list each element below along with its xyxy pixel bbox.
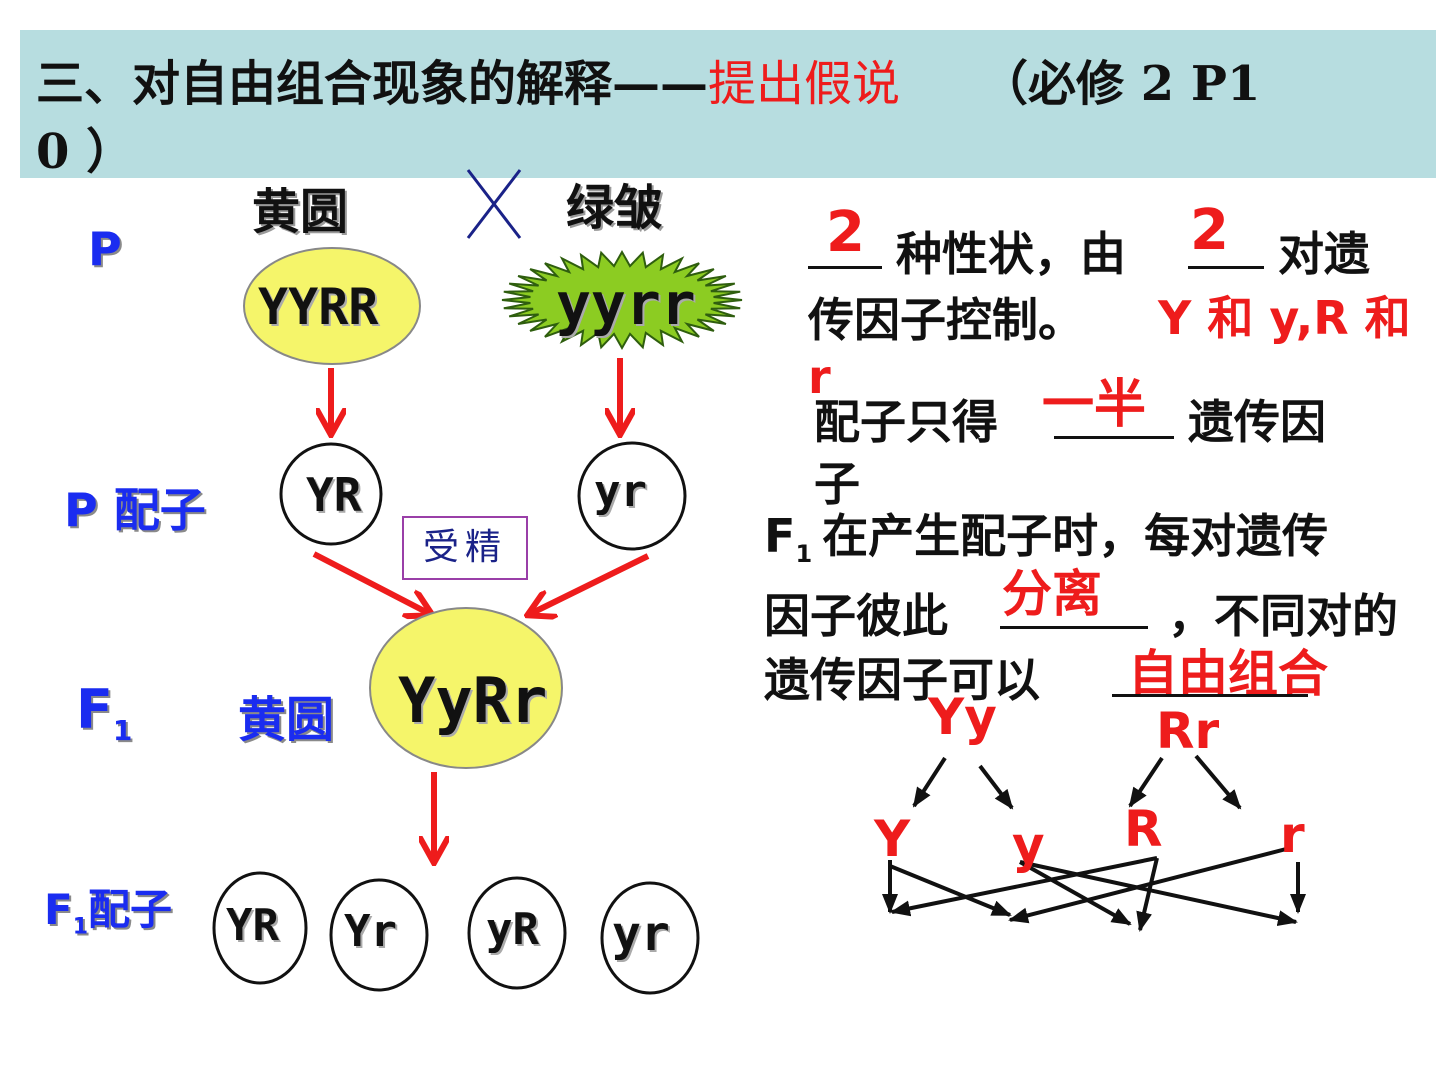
answer-trait-count: 2 <box>826 200 865 265</box>
f1-phenotype: 黄圆 <box>238 692 335 748</box>
p-gamete-circle-yr-recessive <box>577 441 687 551</box>
parent1-phenotype: 黄圆 <box>252 184 349 240</box>
combo-arrow-big-r-to-y <box>890 856 1158 917</box>
blank-half <box>1054 436 1174 439</box>
combo-arrow-y-to-r <box>889 864 1012 917</box>
answer-allele-pairs: Y 和 y,R 和 <box>1158 291 1411 345</box>
parent2-phenotype: 绿皱 <box>566 180 663 236</box>
answer-free-combination: 自由组合 <box>1128 645 1328 703</box>
row-label-p: P <box>88 222 122 276</box>
allele-pair-yy: Yy <box>928 688 997 746</box>
row-label-f1: F1 <box>76 678 133 747</box>
p-gamete-dominant: YR <box>306 468 362 522</box>
row-label-f1-gametes: F1配子 <box>44 885 173 940</box>
answer-half: 一半 <box>1042 375 1147 435</box>
parent2-genotype: yyrr <box>556 270 696 338</box>
title-banner <box>20 30 1436 178</box>
f1-gamete-1: YR <box>226 900 279 951</box>
arrow-rr-to-r-dominant <box>1128 756 1164 808</box>
combo-arrow-y-recessive-to-big-r <box>1019 860 1132 926</box>
allele-y-recessive: y <box>1012 816 1045 874</box>
text-gamete-gets: 配子只得 <box>814 395 998 449</box>
combo-arrow-y-recessive-to-r <box>1019 860 1298 926</box>
f1-gamete-2: Yr <box>344 906 397 957</box>
f1-gamete-circle-1 <box>212 871 308 985</box>
f1-genotype: YyRr <box>398 664 548 737</box>
answer-separate: 分离 <box>1002 565 1102 623</box>
f1-gamete-4: yr <box>612 906 670 962</box>
p-gamete-recessive: yr <box>594 466 647 517</box>
text-each-other: 因子彼此 <box>764 589 948 643</box>
title-highlight: 提出假说 <box>708 56 901 112</box>
title-reference-continued: 0 ） <box>36 124 135 180</box>
text-traits: 种性状，由 <box>896 227 1126 281</box>
p-gamete-circle-yr-dominant <box>279 442 383 546</box>
arrow-rr-to-r-recessive <box>1194 754 1242 810</box>
arrow-gamete2-to-f1 <box>530 553 650 614</box>
f1-gamete-circle-3 <box>467 876 567 990</box>
cross-symbol-stroke-b <box>466 169 522 239</box>
blank-free-combination <box>1112 694 1308 697</box>
row-label-p-gametes: P 配子 <box>64 483 206 537</box>
text-genetic-factor-continued: 子 <box>814 457 860 511</box>
combo-arrow-big-r-down <box>1136 857 1159 932</box>
allele-pair-rr: Rr <box>1156 702 1220 760</box>
title-reference: （必修 2 P1 <box>980 56 1261 112</box>
fertilization-label: 受精 <box>402 516 528 580</box>
blank-trait-count <box>808 266 882 269</box>
text-pairs: 对遗 <box>1278 227 1370 281</box>
f1-gamete-circle-4 <box>600 881 700 995</box>
combo-arrow-r-to-y-recessive <box>1008 846 1291 924</box>
parent1-genotype: YYRR <box>258 278 379 336</box>
blank-factor-pairs <box>1188 266 1264 269</box>
f1-gamete-circle-2 <box>329 878 429 992</box>
arrow-yy-to-y-dominant <box>912 756 947 808</box>
arrow-yy-to-y-recessive <box>978 764 1014 810</box>
f1-ellipse <box>369 607 563 769</box>
answer-factor-pairs: 2 <box>1190 198 1229 263</box>
title-line-1: 三、对自由组合现象的解释——提出假说 （必修 2 P1 <box>36 44 1260 114</box>
f1-gamete-3: yR <box>486 904 539 955</box>
allele-y-dominant: Y <box>874 810 911 868</box>
allele-r-dominant: R <box>1124 800 1163 858</box>
answer-allele-pairs-continued: r <box>808 350 831 404</box>
parent2-starburst <box>501 249 743 351</box>
text-controlled: 传因子控制。 <box>808 293 1084 347</box>
parent1-ellipse <box>243 247 421 365</box>
text-different-pairs: ，不同对的 <box>1168 589 1398 643</box>
text-can: 遗传因子可以 <box>764 653 1040 707</box>
text-genetic-factor: 遗传因 <box>1188 395 1326 449</box>
allele-r-recessive: r <box>1280 806 1305 864</box>
blank-separate <box>1000 626 1148 629</box>
title-prefix: 三、对自由组合现象的解释—— <box>36 56 709 112</box>
arrow-gamete1-to-f1 <box>312 551 430 614</box>
